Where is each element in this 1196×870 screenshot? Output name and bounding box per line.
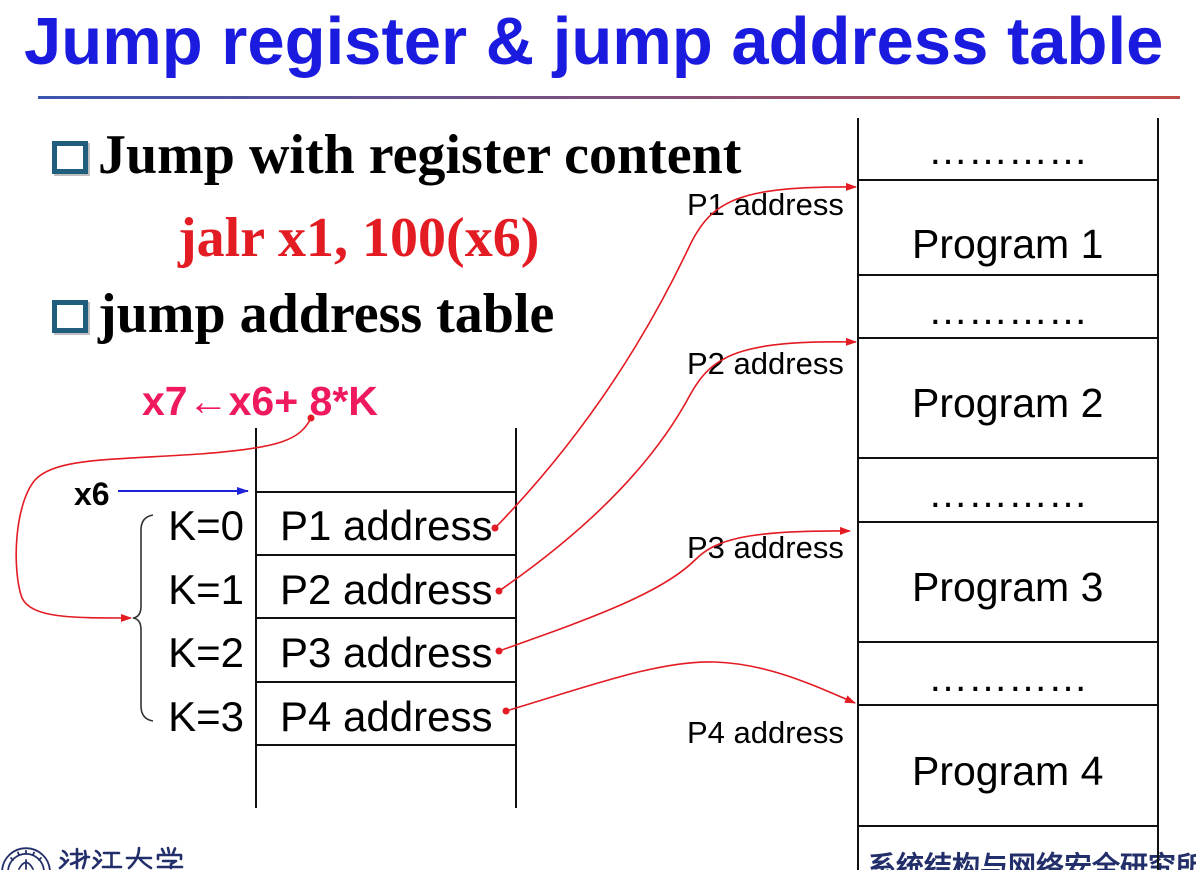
p1-entry-dot: [491, 524, 499, 532]
jump-table-entry: P3 address: [280, 629, 493, 676]
address-formula: x7←x6+ 8*K: [142, 378, 378, 424]
k-index-label: K=3: [168, 693, 244, 740]
calligraphy-stroke: [58, 847, 91, 870]
pointer-label: P1 address: [687, 187, 844, 222]
k-index-label: K=2: [168, 629, 244, 676]
calligraphy-stroke: [91, 849, 123, 870]
pointer-label: P3 address: [687, 530, 844, 565]
jump-table-entry: P1 address: [280, 502, 493, 549]
memory-gap: …………: [928, 129, 1088, 173]
jump-table-grid: [255, 428, 517, 808]
p4-pointer-arrow: [505, 661, 856, 712]
seal-inner-ring: [7, 853, 45, 870]
seal-ring-marks: [10, 849, 42, 861]
memory-gap: …………: [928, 472, 1088, 516]
k-index-label: K=0: [168, 502, 244, 549]
k-index-label: K=1: [168, 566, 244, 613]
university-logo: [1, 846, 184, 870]
p2-entry-dot: [495, 587, 503, 595]
university-seal-icon: [1, 847, 51, 870]
jump-table-entry: P4 address: [280, 693, 493, 740]
pointer-label: P4 address: [687, 715, 844, 750]
title-underline: [38, 96, 1180, 99]
hollow-square-bullet-icon: [52, 300, 88, 333]
university-calligraphy: [58, 846, 184, 870]
memory-gap: …………: [928, 656, 1088, 700]
jump-table-entry: P2 address: [280, 566, 493, 613]
p4-entry-dot: [502, 707, 510, 715]
pointer-label: P2 address: [687, 346, 844, 381]
slide-title: Jump register & jump address table: [24, 4, 1164, 79]
p3-entry-dot: [495, 647, 503, 655]
hollow-square-bullet-icon: [52, 141, 88, 174]
base-register-label: x6: [74, 476, 110, 512]
bullet-jump-register: Jump with register content: [98, 124, 742, 186]
memory-program: Program 4: [912, 748, 1104, 794]
memory-gap: …………: [928, 289, 1088, 333]
memory-program: Program 1: [912, 221, 1104, 267]
footer-institute-name: 系统结构与网络安全研究所: [868, 851, 1196, 870]
seal-outer-ring: [1, 847, 51, 870]
memory-program: Program 3: [912, 564, 1104, 610]
seal-emblem: [18, 859, 34, 870]
bullet-jump-address-table: jump address table: [98, 283, 555, 345]
calligraphy-stroke: [125, 846, 153, 870]
calligraphy-stroke: [156, 846, 184, 870]
jalr-instruction: jalr x1, 100(x6): [178, 207, 540, 269]
memory-program: Program 2: [912, 380, 1104, 426]
